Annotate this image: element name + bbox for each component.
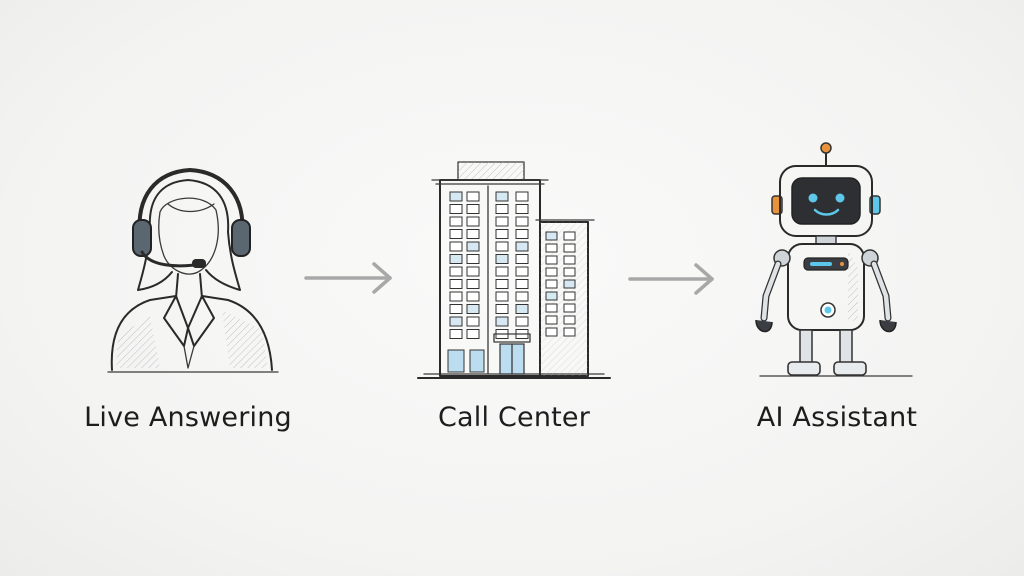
building-window [563, 231, 576, 241]
headset-agent-icon [107, 167, 279, 373]
building-window [515, 204, 529, 214]
building-window [466, 291, 480, 302]
building-window [466, 241, 480, 252]
building-window [563, 315, 576, 325]
building-window [449, 204, 463, 214]
building-window [495, 229, 509, 239]
building-window [545, 327, 558, 337]
step-label-live-answering: Live Answering [84, 402, 292, 433]
building-window [515, 254, 529, 264]
building-window [449, 304, 463, 314]
building-window [545, 231, 558, 241]
building-window [495, 254, 509, 264]
building-window [563, 303, 576, 313]
building-window [515, 279, 529, 289]
building-window [466, 191, 480, 202]
building-window [515, 316, 529, 327]
step-label-ai-assistant: AI Assistant [756, 402, 918, 433]
building-window [449, 291, 463, 302]
building-window [495, 279, 509, 289]
building-window [563, 267, 576, 277]
building-window [515, 229, 529, 239]
building-window [449, 316, 463, 327]
building-window [545, 255, 558, 265]
building-window [515, 304, 529, 314]
arrow-right-icon [304, 262, 392, 294]
building-window [563, 255, 576, 265]
building-window [495, 191, 509, 202]
robot-icon [755, 142, 913, 377]
building-window [545, 303, 558, 313]
building-window [466, 229, 480, 239]
building-window [449, 241, 463, 252]
building-window [545, 267, 558, 277]
building-window [449, 279, 463, 289]
building-window [466, 329, 480, 339]
building-window [495, 216, 509, 227]
building-window [495, 204, 509, 214]
building-window [449, 329, 463, 339]
building-window [466, 254, 480, 264]
building-window [515, 291, 529, 302]
building-window [449, 216, 463, 227]
building-window [563, 243, 576, 253]
building-window [563, 327, 576, 337]
building-window [515, 266, 529, 277]
building-window [515, 241, 529, 252]
building-window [466, 204, 480, 214]
office-building-icon [417, 161, 611, 379]
building-window [545, 315, 558, 325]
building-window [449, 191, 463, 202]
building-window [545, 279, 558, 289]
building-window [495, 266, 509, 277]
building-window [495, 316, 509, 327]
building-window [466, 279, 480, 289]
building-window [563, 291, 576, 301]
building-window [515, 191, 529, 202]
building-window [449, 266, 463, 277]
building-window [563, 279, 576, 289]
building-window [449, 254, 463, 264]
building-window [545, 291, 558, 301]
building-window [495, 291, 509, 302]
building-window [466, 216, 480, 227]
building-window [466, 304, 480, 314]
building-window [515, 216, 529, 227]
building-window [495, 304, 509, 314]
arrow-right-icon [628, 263, 714, 295]
building-window [495, 241, 509, 252]
building-window [466, 316, 480, 327]
step-label-call-center: Call Center [437, 402, 591, 433]
building-window [466, 266, 480, 277]
building-window [449, 229, 463, 239]
building-window [545, 243, 558, 253]
